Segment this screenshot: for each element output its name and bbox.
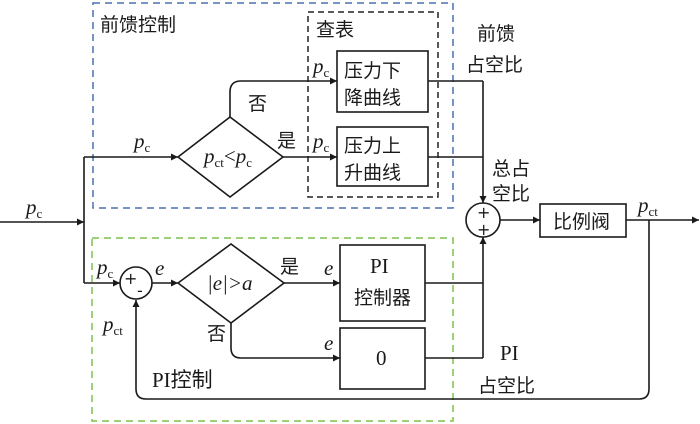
feedforward-group-label: 前馈控制 xyxy=(100,14,176,36)
output-label: pct xyxy=(636,193,658,219)
pi-input-label: pc xyxy=(95,255,114,281)
no-branch-line xyxy=(229,77,337,117)
proportional-valve-text: 比例阀 xyxy=(553,211,610,233)
pressure-up-curve-block xyxy=(336,126,429,187)
pi-duty-label-1: PI xyxy=(500,341,519,365)
lookup-group-label: 查表 xyxy=(316,19,354,41)
input-label: pc xyxy=(24,195,43,221)
summer2-minus: - xyxy=(137,281,143,300)
yes-label-1: 是 xyxy=(277,130,296,152)
summer1-plus-bottom: + xyxy=(477,220,490,239)
pi-group-box xyxy=(91,237,454,422)
feedforward-group-box xyxy=(92,2,454,209)
feedback-line xyxy=(132,220,650,400)
zero-block-text: 0 xyxy=(376,346,387,370)
pi-duty-label-2: 占空比 xyxy=(478,375,535,397)
summer1-plus-top: + xyxy=(477,203,490,222)
pi-controller-text-1: PI xyxy=(370,254,389,278)
pc-label-up: pc xyxy=(311,129,330,155)
pi-controller-text-2: 控制器 xyxy=(354,287,411,309)
pressure-up-text-1: 压力上 xyxy=(344,135,401,157)
ff-duty-label-2: 占空比 xyxy=(466,54,523,76)
pressure-down-text-1: 压力下 xyxy=(344,60,401,82)
error-label-2: e xyxy=(324,256,333,280)
proportional-valve-block xyxy=(539,203,627,238)
no-label-1: 否 xyxy=(248,93,267,115)
ff-duty-label-1: 前馈 xyxy=(477,23,515,45)
error-label-1: e xyxy=(155,256,164,280)
feedback-label: pct xyxy=(101,312,123,338)
pi-controller-block xyxy=(339,244,426,322)
pressure-down-text-2: 降曲线 xyxy=(344,87,401,109)
pi-group-label: PI控制 xyxy=(152,368,213,392)
no-label-2: 否 xyxy=(207,323,226,345)
lookup-group-box xyxy=(307,11,439,198)
compare-decision-text: pct<pc xyxy=(202,144,252,170)
total-duty-label-1: 总占 xyxy=(492,158,530,180)
pc-label-down: pc xyxy=(311,54,330,80)
error-threshold-text: |e|>a xyxy=(207,271,253,295)
yes-label-2: 是 xyxy=(280,256,299,278)
ff-input-label: pc xyxy=(132,129,151,155)
pi-no-line xyxy=(230,323,340,362)
error-label-3: e xyxy=(324,331,333,355)
summer2-plus: + xyxy=(124,269,137,288)
total-duty-label-2: 空比 xyxy=(492,183,530,205)
pressure-up-text-2: 升曲线 xyxy=(344,162,401,184)
